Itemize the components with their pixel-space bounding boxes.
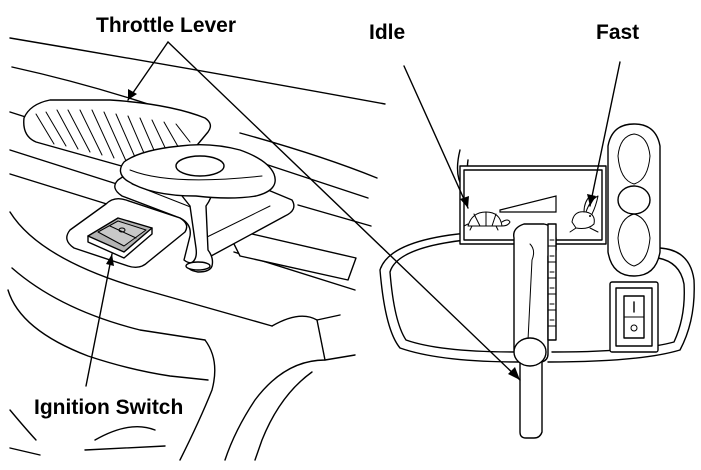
rocker-mark-o [630, 324, 638, 332]
body-line [11, 267, 206, 341]
throttle-lever-label: Throttle Lever [96, 14, 237, 37]
base-plate-inner [204, 205, 271, 239]
leader-idle [403, 65, 469, 209]
body-line [84, 445, 166, 451]
t-head-edge [129, 169, 263, 181]
body-line [254, 371, 313, 461]
lever-guard [547, 223, 557, 341]
rocker-switch-bezel-inner [615, 287, 653, 347]
right-panel [379, 123, 695, 439]
stem-foot [185, 261, 211, 271]
idle-label: Idle [369, 21, 406, 44]
ignition-switch-label: Ignition Switch [34, 396, 184, 419]
choke-knob-inner [617, 133, 651, 185]
ignition-rocker-face [97, 220, 147, 247]
lever-collar [513, 337, 547, 367]
leader-throttle-left [127, 41, 169, 101]
leader-fast [589, 61, 621, 207]
dash-line [261, 162, 369, 199]
body-line [316, 314, 341, 321]
console-outline [547, 247, 695, 363]
body-line [7, 289, 209, 381]
fast-label: Fast [596, 21, 640, 44]
body-line [9, 409, 37, 441]
body-line [324, 354, 356, 361]
gate-inner [463, 169, 603, 241]
leader-arrowhead [128, 89, 137, 100]
body-line [9, 211, 273, 327]
body-line [179, 339, 216, 461]
ledge-strip [225, 227, 357, 281]
leader-arrowhead [106, 254, 114, 266]
leader-arrowhead [460, 196, 469, 208]
body-line [94, 425, 156, 441]
throttle-grip-ribs [35, 109, 191, 168]
turtle-icon [463, 211, 511, 231]
dash-line [9, 173, 111, 206]
leader-arrowhead [587, 194, 596, 206]
choke-knob-inner [617, 213, 651, 267]
dash-line [297, 204, 372, 227]
dash-line [9, 149, 121, 186]
speed-wedge [499, 195, 557, 213]
ignition-rocker-side [87, 227, 153, 259]
body-line [224, 315, 326, 461]
lever-center-slot [527, 243, 535, 341]
leader-throttle-right [167, 41, 521, 381]
dash-line [9, 37, 386, 105]
dash-line [239, 132, 378, 179]
choke-knob-center [617, 185, 651, 215]
leader-ignition [85, 253, 113, 387]
leader-lines [85, 41, 621, 387]
throttle-stem [175, 185, 215, 273]
dash-line [11, 66, 149, 105]
left-panel [7, 37, 386, 461]
ignition-mark-o [118, 227, 126, 233]
leader-arrowhead [508, 367, 520, 380]
body-line [9, 447, 41, 456]
t-head-hub [175, 155, 225, 177]
